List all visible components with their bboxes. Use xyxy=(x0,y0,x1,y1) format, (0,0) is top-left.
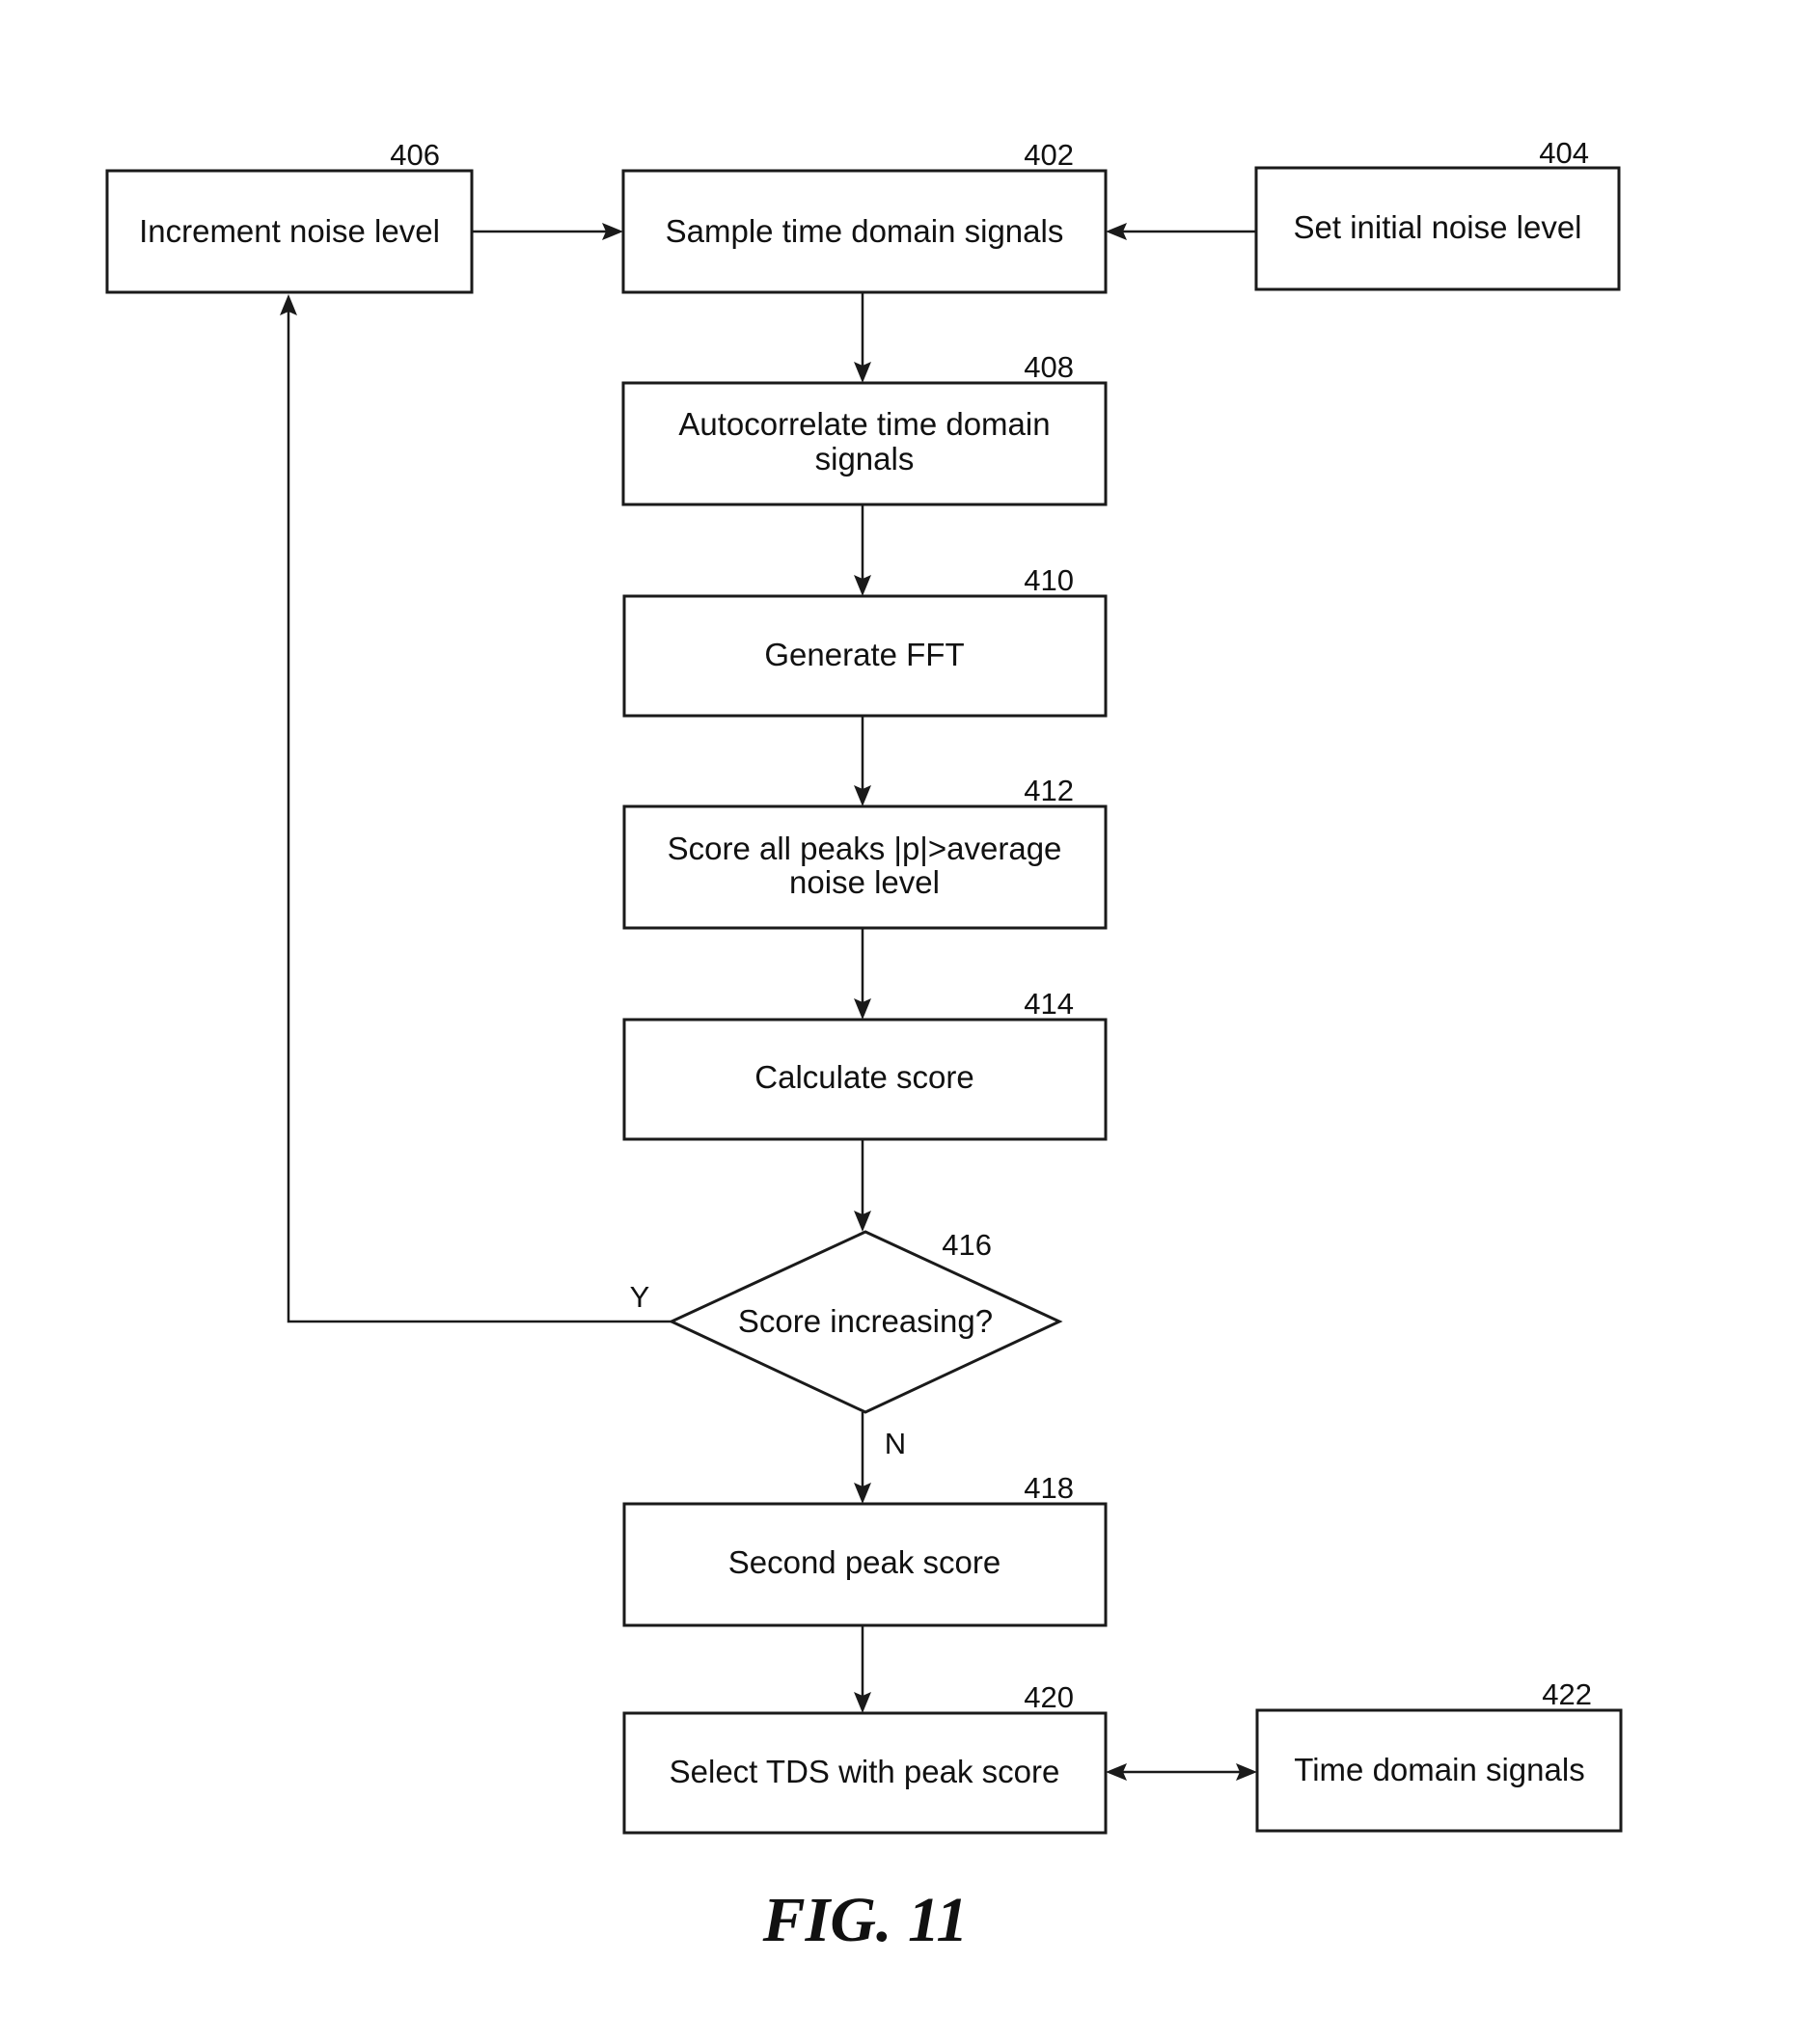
node-time-domain-signals: 422 Time domain signals xyxy=(1257,1677,1621,1831)
node-sample-time-domain-signals: 402 Sample time domain signals xyxy=(623,138,1106,292)
figure-caption: FIG. 11 xyxy=(762,1885,969,1955)
ref-number: 410 xyxy=(1024,563,1074,597)
ref-number: 408 xyxy=(1024,350,1074,384)
edge-416-to-406-yes xyxy=(288,311,672,1322)
ref-number: 404 xyxy=(1539,136,1589,170)
node-label-line-1: Score all peaks |p|>average xyxy=(668,831,1062,866)
node-label-line-2: noise level xyxy=(789,864,940,900)
decision-score-increasing: 416 Score increasing? Y N xyxy=(630,1228,1059,1460)
node-label: Sample time domain signals xyxy=(666,213,1064,249)
ref-number: 416 xyxy=(942,1228,992,1262)
node-set-initial-noise-level: 404 Set initial noise level xyxy=(1256,136,1619,289)
branch-label-no: N xyxy=(885,1427,906,1460)
node-label: Increment noise level xyxy=(139,213,440,249)
ref-number: 418 xyxy=(1024,1471,1074,1505)
node-label: Select TDS with peak score xyxy=(670,1754,1060,1789)
ref-number: 422 xyxy=(1542,1677,1592,1711)
node-label: Set initial noise level xyxy=(1294,209,1582,245)
ref-number: 406 xyxy=(390,138,440,172)
ref-number: 414 xyxy=(1024,987,1074,1021)
node-label: Calculate score xyxy=(754,1059,973,1095)
ref-number: 420 xyxy=(1024,1680,1074,1714)
node-label-line-1: Autocorrelate time domain xyxy=(678,406,1050,442)
decision-label: Score increasing? xyxy=(738,1303,993,1339)
branch-label-yes: Y xyxy=(630,1280,650,1314)
node-label: Time domain signals xyxy=(1294,1752,1584,1787)
ref-number: 412 xyxy=(1024,774,1074,807)
node-increment-noise-level: 406 Increment noise level xyxy=(107,138,472,292)
ref-number: 402 xyxy=(1024,138,1074,172)
node-label: Second peak score xyxy=(728,1544,1001,1580)
node-label-line-2: signals xyxy=(815,441,915,477)
node-label: Generate FFT xyxy=(764,637,964,672)
